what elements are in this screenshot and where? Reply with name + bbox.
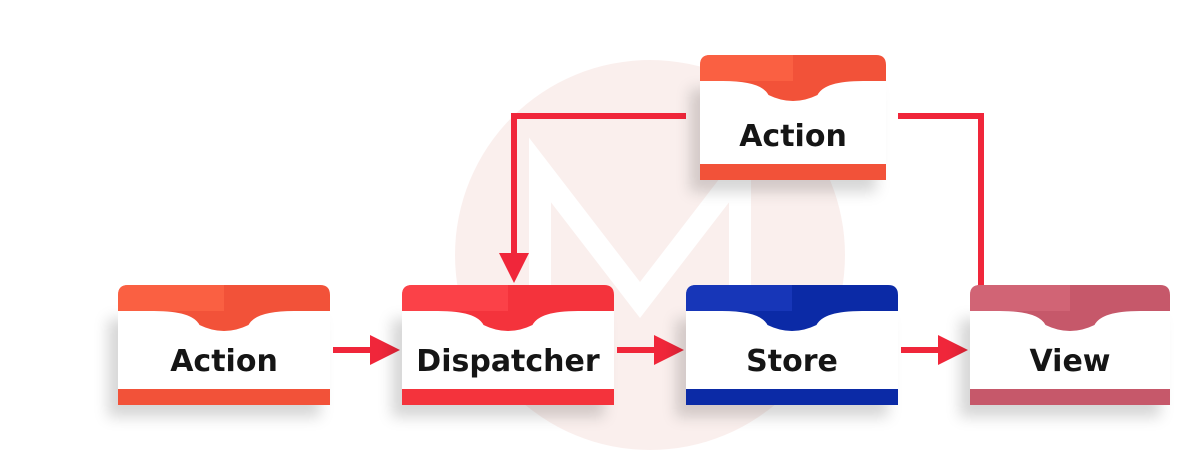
connector-view-to-action-top [898, 113, 1090, 296]
node-bottom-bar [118, 389, 330, 405]
node-label: Dispatcher [416, 344, 600, 379]
node-store: Store [686, 285, 898, 405]
node-view: View [970, 285, 1170, 405]
connector-action-top-to-dispatcher [499, 113, 686, 283]
node-label: View [1029, 344, 1110, 379]
node-label: Action [739, 119, 847, 154]
node-cap-highlight [970, 285, 1070, 311]
node-cap-highlight [686, 285, 792, 311]
node-cap-highlight [118, 285, 224, 311]
node-label: Store [746, 344, 838, 379]
node-bottom-bar [686, 389, 898, 405]
node-cap-highlight [700, 55, 793, 81]
node-dispatcher: Dispatcher [402, 285, 614, 405]
node-bottom-bar [402, 389, 614, 405]
node-bottom-bar [970, 389, 1170, 405]
node-bottom-bar [700, 164, 886, 180]
node-label: Action [170, 344, 278, 379]
node-action-top: Action [700, 55, 886, 180]
node-cap-highlight [402, 285, 508, 311]
node-action: Action [118, 285, 330, 405]
